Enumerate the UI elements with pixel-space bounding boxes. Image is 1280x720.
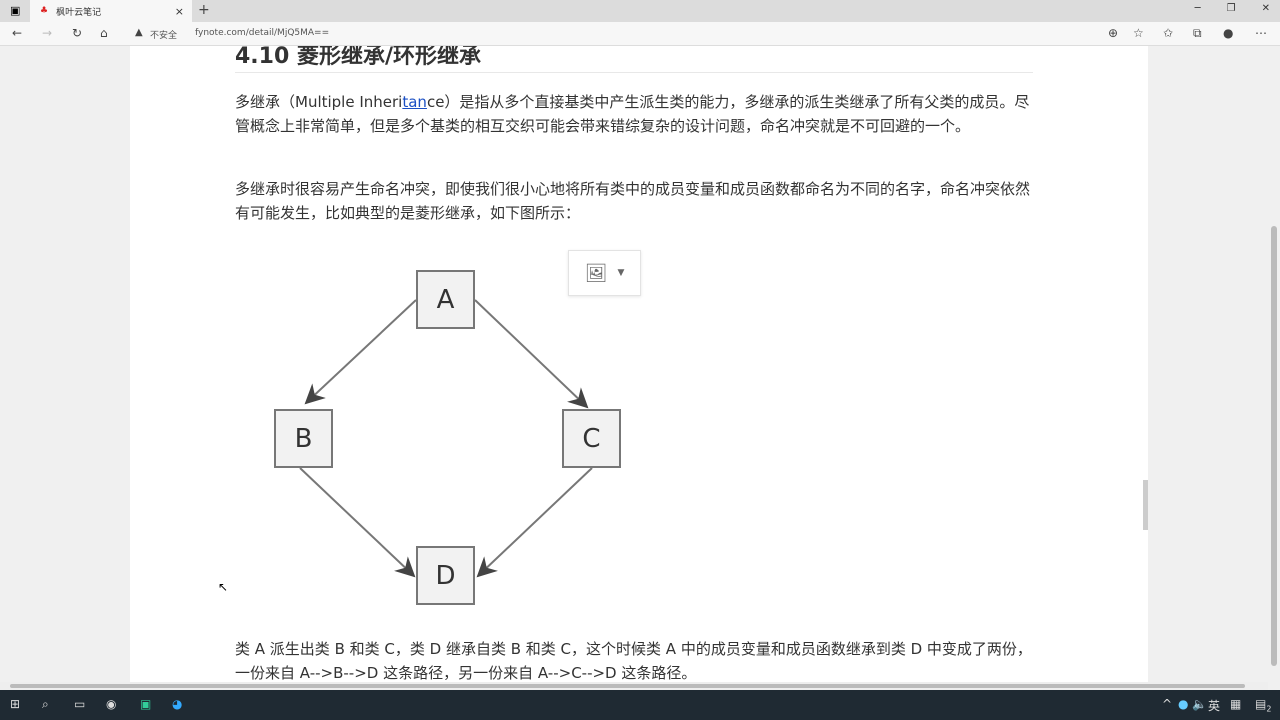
close-tab-icon[interactable]: × xyxy=(174,4,184,18)
page-scroll-thumb[interactable] xyxy=(1143,480,1148,530)
heading-divider xyxy=(235,72,1033,73)
vertical-scrollbar[interactable] xyxy=(1268,46,1280,682)
forward-icon[interactable]: → xyxy=(42,26,53,40)
tab-title: 枫叶云笔记 xyxy=(56,7,102,18)
maple-leaf-icon: ♣ xyxy=(40,6,49,16)
pycharm-icon[interactable]: ▣ xyxy=(140,697,152,711)
taskbar: ⊞ ⌕ ▭ ◉ ▣ ◕ ^ ● 🔈 英 ▦ ▤2 xyxy=(0,690,1280,720)
diamond-diagram xyxy=(299,299,593,578)
horizontal-scrollbar[interactable] xyxy=(0,682,1268,690)
node-a: A xyxy=(416,270,475,329)
task-view-icon[interactable]: ▭ xyxy=(74,697,86,711)
url-input[interactable]: fynote.com/detail/MjQ5MA== xyxy=(195,28,330,38)
home-icon[interactable]: ⌂ xyxy=(100,26,108,40)
address-bar: ← → ↻ ⌂ ▲ 不安全 fynote.com/detail/MjQ5MA==… xyxy=(0,22,1280,46)
ime-indicator[interactable]: 英 xyxy=(1208,699,1221,713)
node-c: C xyxy=(562,409,621,468)
tab-bar: ▣ ♣ 枫叶云笔记 × + ─ ❐ ✕ xyxy=(0,0,1280,22)
node-d: D xyxy=(416,546,475,605)
node-b: B xyxy=(274,409,333,468)
paragraph-3: 类 A 派生出类 B 和类 C，类 D 继承自类 B 和类 C，这个时候类 A … xyxy=(235,640,1032,682)
tray-app-icon[interactable]: ● xyxy=(1178,697,1189,711)
favorites-icon[interactable]: ✩ xyxy=(1163,26,1174,40)
paragraph-1: 多继承（Multiple Inheritance）是指从多个直接基类中产生派生类… xyxy=(235,93,1030,135)
warning-icon: ▲ xyxy=(135,27,143,38)
edge-b-d xyxy=(299,467,416,578)
menu-icon[interactable]: ⋯ xyxy=(1255,26,1267,40)
keyboard-icon[interactable]: ▦ xyxy=(1230,697,1242,711)
favorite-add-icon[interactable]: ☆ xyxy=(1133,26,1144,40)
search-icon[interactable]: ⌕ xyxy=(42,697,49,711)
volume-icon[interactable]: 🔈 xyxy=(1192,697,1207,711)
profile-icon[interactable]: ● xyxy=(1223,26,1234,40)
edge-a-b xyxy=(304,299,417,405)
back-icon[interactable]: ← xyxy=(12,26,23,40)
start-icon[interactable]: ⊞ xyxy=(10,697,21,711)
app-icon[interactable]: ◉ xyxy=(106,697,117,711)
edge-c-d xyxy=(476,467,593,578)
article-page: 4.10 菱形继承/环形继承 多继承（Multiple Inheritance）… xyxy=(130,46,1148,682)
tab-active[interactable]: ♣ 枫叶云笔记 × xyxy=(30,0,192,22)
minimize-button[interactable]: ─ xyxy=(1194,3,1201,14)
zoom-icon[interactable]: ⊕ xyxy=(1108,26,1119,40)
security-label[interactable]: 不安全 xyxy=(150,31,178,41)
section-heading: 4.10 菱形继承/环形继承 xyxy=(235,46,481,69)
notification-icon[interactable]: ▤2 xyxy=(1255,697,1272,714)
mouse-cursor-icon: ↖ xyxy=(218,580,229,594)
edge-icon[interactable]: ◕ xyxy=(172,697,183,711)
inline-link[interactable]: tan xyxy=(402,93,427,111)
chevron-down-icon[interactable]: ▼ xyxy=(617,268,625,278)
refresh-icon[interactable]: ↻ xyxy=(72,26,83,40)
close-window-button[interactable]: ✕ xyxy=(1261,3,1270,14)
collections-icon[interactable]: ⧉ xyxy=(1193,26,1202,40)
edge-a-c xyxy=(474,299,589,409)
image-toolbar[interactable]: 🖼▼ xyxy=(568,250,641,296)
image-icon[interactable]: 🖼 xyxy=(584,262,608,284)
paragraph-2: 多继承时很容易产生命名冲突，即使我们很小心地将所有类中的成员变量和成员函数都命名… xyxy=(235,180,1031,222)
restore-button[interactable]: ❐ xyxy=(1226,3,1236,14)
new-tab-button[interactable]: + xyxy=(198,2,210,18)
tray-chevron-icon[interactable]: ^ xyxy=(1162,697,1173,711)
tab-actions-icon[interactable]: ▣ xyxy=(10,4,21,17)
